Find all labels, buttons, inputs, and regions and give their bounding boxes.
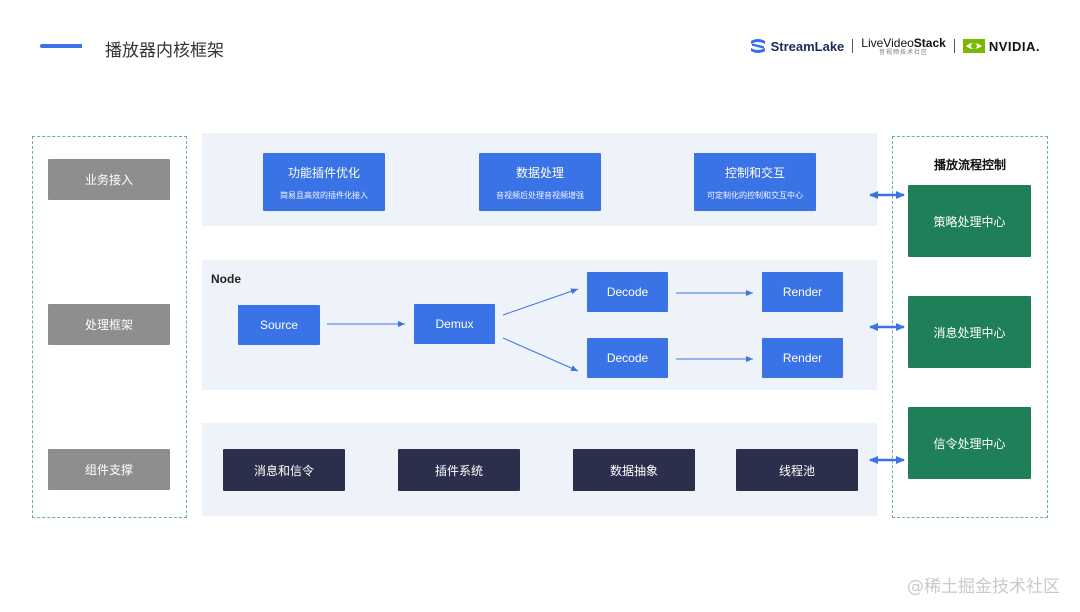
decode-node-top: Decode bbox=[587, 272, 668, 312]
card-title: 功能插件优化 bbox=[287, 165, 360, 180]
livevideostack-logo-subtext: 音视频技术社区 bbox=[879, 48, 929, 56]
layer-component-support: 组件支撑 bbox=[48, 449, 170, 490]
source-node: Source bbox=[238, 305, 320, 345]
strategy-center: 策略处理中心 bbox=[908, 185, 1031, 257]
logo-divider bbox=[852, 39, 854, 53]
streamlake-logo: StreamLake bbox=[749, 38, 845, 54]
render-node-bottom: Render bbox=[762, 338, 843, 378]
livevideostack-logo-text: LiveVideoStack bbox=[861, 35, 946, 50]
playback-control-heading: 播放流程控制 bbox=[933, 158, 1006, 172]
card-subtitle: 简易且高效的插件化接入 bbox=[280, 190, 368, 200]
nvidia-logo-text: NVIDIA. bbox=[988, 38, 1040, 54]
support-plugin-system: 插件系统 bbox=[398, 449, 520, 491]
control-interaction-card: 控制和交互 可定制化的控制和交互中心 bbox=[694, 153, 816, 211]
nvidia-eye-icon bbox=[962, 39, 985, 53]
layer-processing-framework: 处理框架 bbox=[48, 304, 170, 345]
left-column-frame bbox=[32, 136, 187, 518]
nvidia-logo: NVIDIA. bbox=[962, 38, 1040, 54]
card-subtitle: 可定制化的控制和交互中心 bbox=[707, 190, 803, 200]
card-title: 数据处理 bbox=[515, 165, 564, 180]
streamlake-logo-text: StreamLake bbox=[770, 38, 845, 54]
logo-divider bbox=[953, 39, 955, 53]
signaling-center: 信令处理中心 bbox=[908, 407, 1031, 479]
node-panel-label: Node bbox=[211, 272, 241, 286]
support-thread-pool: 线程池 bbox=[736, 449, 858, 491]
support-messaging: 消息和信令 bbox=[223, 449, 345, 491]
decode-node-bottom: Decode bbox=[587, 338, 668, 378]
partner-logos: StreamLake LiveVideoStack 音视频技术社区 NVIDIA… bbox=[749, 34, 1040, 58]
feature-plugin-card: 功能插件优化 简易且高效的插件化接入 bbox=[263, 153, 385, 211]
streamlake-icon bbox=[750, 39, 765, 53]
watermark: @稀土掘金技术社区 bbox=[907, 577, 1060, 597]
message-center: 消息处理中心 bbox=[908, 296, 1031, 368]
title-accent-bar bbox=[40, 44, 86, 48]
render-node-top: Render bbox=[762, 272, 843, 312]
page-title: 播放器内核框架 bbox=[105, 41, 224, 61]
support-data-abstraction: 数据抽象 bbox=[573, 449, 695, 491]
card-subtitle: 音视频后处理音视频增强 bbox=[496, 190, 584, 200]
demux-node: Demux bbox=[414, 304, 495, 344]
data-processing-card: 数据处理 音视频后处理音视频增强 bbox=[479, 153, 601, 211]
livevideostack-logo: LiveVideoStack 音视频技术社区 bbox=[861, 37, 946, 56]
layer-business-access: 业务接入 bbox=[48, 159, 170, 200]
card-title: 控制和交互 bbox=[724, 165, 785, 180]
